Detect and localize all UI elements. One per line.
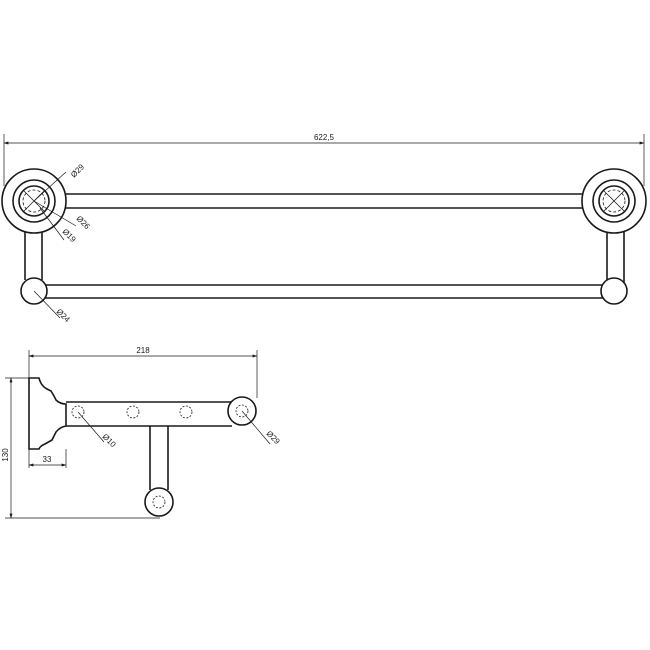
- wall-base-profile: [28, 377, 67, 450]
- rod-diameter-label: Ø19: [61, 227, 78, 244]
- side-drop-arm: [149, 426, 169, 490]
- backplate-diameter-label: Ø29: [69, 162, 86, 179]
- right-lower-end-cap: [600, 277, 628, 305]
- upper-rail: [58, 193, 596, 209]
- end-leader: [241, 410, 271, 445]
- overall-length-dimension: 622,5: [3, 133, 645, 186]
- flange-diameter-label: Ø26: [75, 214, 92, 231]
- lower-rail: [40, 284, 610, 299]
- front-view: 622,5: [1, 133, 647, 324]
- side-view: 218 130 33: [1, 346, 282, 519]
- left-support-arm: [24, 228, 43, 280]
- side-hole-diameter-label: Ø10: [101, 432, 118, 449]
- depth-dimension: 218: [28, 346, 258, 398]
- side-lower-end-inner: [152, 495, 166, 509]
- right-mount-rosette: [581, 168, 647, 234]
- height-dimension: 130: [1, 377, 160, 519]
- right-support-arm: [606, 228, 625, 283]
- hole-leader: [77, 411, 105, 443]
- side-arm: [66, 401, 232, 427]
- side-lower-end: [144, 487, 174, 517]
- side-end-diameter-label: Ø29: [265, 429, 282, 446]
- depth-label: 218: [136, 346, 150, 355]
- overall-length-label: 622,5: [314, 133, 335, 142]
- side-upper-end-inner: [235, 404, 249, 418]
- lower-end-diameter-label: Ø24: [55, 307, 72, 324]
- front-diameter-leaders: [33, 171, 77, 319]
- arm-holes: [71, 405, 193, 419]
- height-label: 130: [1, 448, 10, 462]
- base-offset-label: 33: [43, 455, 52, 464]
- base-offset-dimension: 33: [28, 449, 67, 468]
